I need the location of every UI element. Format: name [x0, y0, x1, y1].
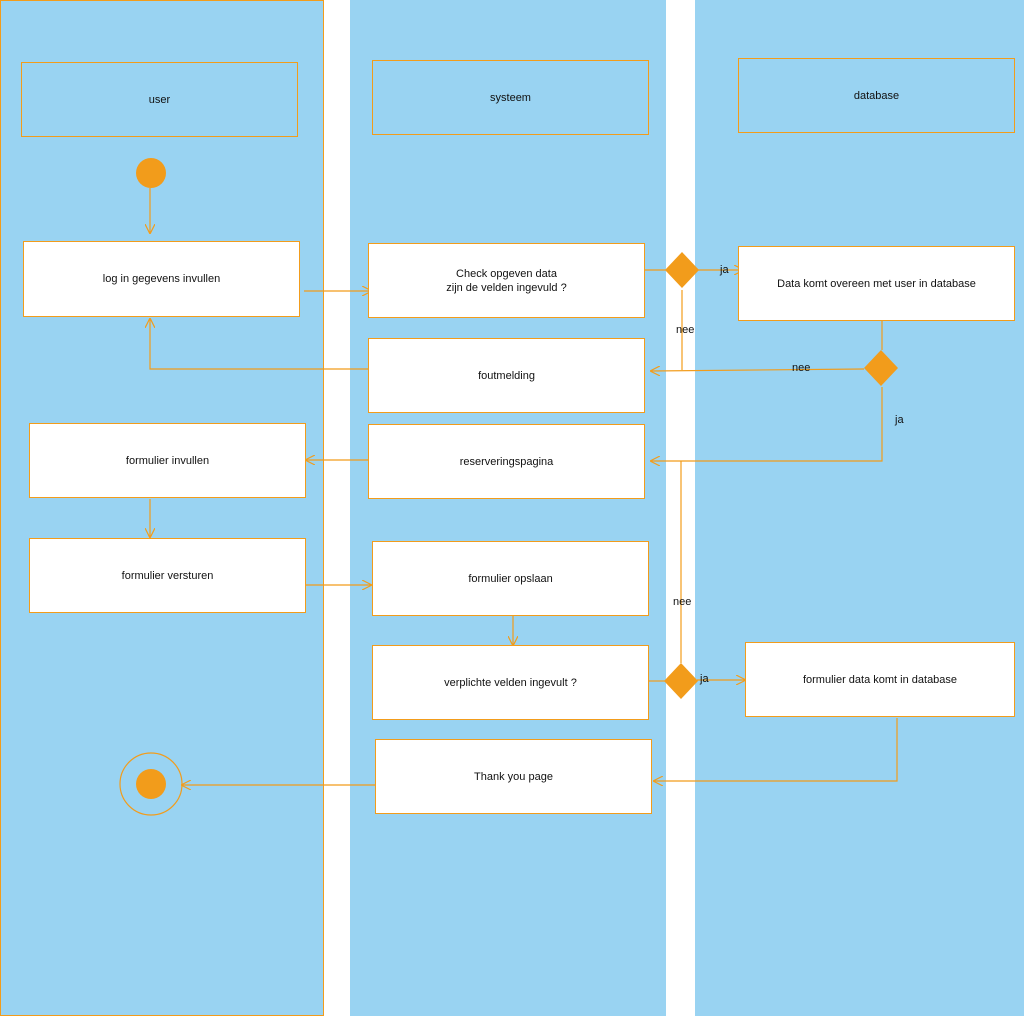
node-send-form-label: formulier versturen	[121, 569, 214, 582]
node-match-label: Data komt overeen met user in database	[777, 277, 976, 290]
node-login-label: log in gegevens invullen	[102, 273, 221, 285]
node-reservation-page: reserveringspagina	[368, 424, 645, 499]
lane-header-database-label: database	[853, 89, 900, 102]
lane-header-system-label: systeem	[490, 91, 531, 104]
node-form-to-db-label: formulier data komt in database	[802, 673, 958, 686]
node-save-form: formulier opslaan	[372, 541, 649, 616]
node-required-filled-label: verplichte velden ingevult ?	[444, 676, 577, 689]
edge-to-error	[651, 369, 865, 371]
node-error-label: foutmelding	[478, 369, 535, 382]
edge-label-nee-1: nee	[676, 324, 695, 336]
lane-header-user-label: user	[148, 93, 171, 106]
node-fill-form: formulier invullen	[29, 423, 306, 498]
edge-label-ja-1: ja	[720, 264, 729, 276]
end-node-ring	[119, 752, 183, 816]
edge-formdb-thankyou	[654, 718, 898, 781]
lane-header-database: database	[738, 58, 1015, 133]
edge-decision2-reservation	[651, 387, 883, 461]
node-check: Check opgeven data zijn de velden ingevu…	[368, 243, 645, 318]
edge-error-login	[150, 319, 371, 370]
node-reservation-page-label: reserveringspagina	[459, 455, 554, 468]
node-thank-you-label: Thank you page	[474, 770, 553, 783]
edge-label-ja-3: ja	[700, 673, 709, 685]
edge-label-ja-2: ja	[895, 414, 904, 426]
swimlane-database	[695, 0, 1024, 1016]
node-save-form-label: formulier opslaan	[468, 572, 553, 585]
node-match: Data komt overeen met user in database	[738, 246, 1015, 321]
decision-required	[664, 663, 698, 699]
lane-header-user: user	[21, 62, 298, 137]
start-node	[136, 158, 166, 188]
node-form-to-db: formulier data komt in database	[745, 642, 1015, 717]
node-send-form: formulier versturen	[29, 538, 306, 613]
node-required-filled: verplichte velden ingevult ?	[372, 645, 649, 720]
decision-check	[665, 252, 699, 288]
end-node-core	[136, 769, 166, 799]
node-thank-you: Thank you page	[375, 739, 652, 814]
edge-label-nee-3: nee	[673, 596, 692, 608]
swimlane-system	[350, 0, 666, 1016]
node-check-label: Check opgeven data zijn de velden ingevu…	[446, 267, 567, 294]
node-error: foutmelding	[368, 338, 645, 413]
node-fill-form-label: formulier invullen	[125, 454, 210, 467]
lane-header-system: systeem	[372, 60, 649, 135]
node-login: log in gegevens invullen	[23, 241, 300, 317]
edge-label-nee-2: nee	[792, 362, 811, 374]
decision-match	[864, 350, 898, 386]
